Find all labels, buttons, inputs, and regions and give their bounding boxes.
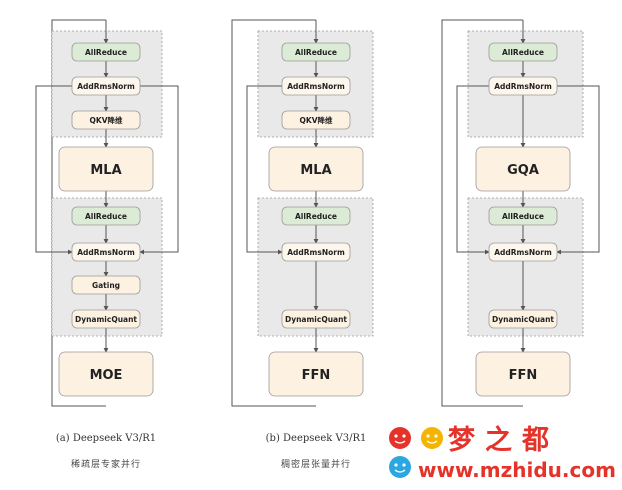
watermark-logo-icon [389, 427, 443, 478]
allreduce-label-a-2: AllReduce [85, 212, 127, 221]
allreduce-node-b-1 [281, 42, 351, 62]
addrmsnorm-node-c-1 [488, 76, 558, 96]
side-loop-c-right [556, 85, 600, 255]
side-loop-a-left [35, 85, 73, 255]
ffn-label-b: FFN [302, 368, 331, 383]
ffn-node-a [58, 351, 154, 397]
ffn-label-c: FFN [509, 368, 538, 383]
dynamicquant-node-b [281, 309, 351, 329]
caption-zh-a: 稀疏层专家并行 [71, 458, 141, 470]
residual-loop-c [441, 19, 523, 407]
panel-b: AllReduce AddRmsNorm QKV降维 MLA AllReduce… [231, 19, 374, 470]
ffn-node-b [268, 351, 364, 397]
panel-a: AllReduce AddRmsNorm QKV降维 MLA AllReduce… [35, 19, 179, 470]
side-loop-c-left [456, 85, 490, 255]
gating-node-a [71, 275, 141, 295]
watermark: 梦之都 www.mzhidu.com [389, 424, 616, 482]
addrmsnorm-label-c-1: AddRmsNorm [494, 82, 552, 91]
addrmsnorm-label-c-2: AddRmsNorm [494, 248, 552, 257]
allreduce-label-b-1: AllReduce [295, 48, 337, 57]
addrmsnorm-node-a-2 [71, 242, 141, 262]
dynamicquant-node-a [71, 309, 141, 329]
allreduce-label-b-2: AllReduce [295, 212, 337, 221]
addrmsnorm-label-a-2: AddRmsNorm [77, 248, 135, 257]
allreduce-node-c-1 [488, 42, 558, 62]
addrmsnorm-label-b-1: AddRmsNorm [287, 82, 345, 91]
addrmsnorm-node-b-2 [281, 242, 351, 262]
attention-label-c: GQA [507, 163, 539, 178]
ffn-node-c [475, 351, 571, 397]
dynamicquant-label-a: DynamicQuant [75, 315, 137, 324]
caption-zh-b: 稠密层张量并行 [281, 458, 351, 470]
allreduce-node-a-1 [71, 42, 141, 62]
allreduce-label-a-1: AllReduce [85, 48, 127, 57]
side-loop-a-right [139, 85, 179, 255]
attention-node-b [268, 146, 364, 192]
dynamicquant-node-c [488, 309, 558, 329]
attention-label-a: MLA [90, 163, 121, 178]
watermark-title: 梦之都 [448, 424, 559, 456]
addrmsnorm-node-c-2 [488, 242, 558, 262]
panel-c: AllReduce AddRmsNorm GQA AllReduce AddRm… [441, 19, 600, 407]
gating-label-a: Gating [92, 281, 120, 290]
caption-a: (a) Deepseek V3/R1 [56, 433, 156, 444]
allreduce-label-c-1: AllReduce [502, 48, 544, 57]
dynamicquant-label-c: DynamicQuant [492, 315, 554, 324]
qkv-label-a: QKV降维 [90, 115, 123, 125]
allreduce-node-a-2 [71, 206, 141, 226]
residual-loop-b [231, 19, 316, 407]
addrmsnorm-node-a-1 [71, 76, 141, 96]
side-loop-b-left [246, 85, 283, 255]
attention-node-a [58, 146, 154, 192]
attention-label-b: MLA [300, 163, 331, 178]
allreduce-node-b-2 [281, 206, 351, 226]
ffn-label-a: MOE [90, 368, 123, 383]
caption-b: (b) Deepseek V3/R1 [266, 433, 367, 444]
allreduce-node-c-2 [488, 206, 558, 226]
addrmsnorm-label-b-2: AddRmsNorm [287, 248, 345, 257]
qkv-node-a [71, 110, 141, 130]
addrmsnorm-label-a-1: AddRmsNorm [77, 82, 135, 91]
qkv-label-b: QKV降维 [300, 115, 333, 125]
addrmsnorm-node-b-1 [281, 76, 351, 96]
watermark-url: www.mzhidu.com [418, 458, 616, 482]
allreduce-label-c-2: AllReduce [502, 212, 544, 221]
qkv-node-b [281, 110, 351, 130]
dynamicquant-label-b: DynamicQuant [285, 315, 347, 324]
attention-node-c [475, 146, 571, 192]
